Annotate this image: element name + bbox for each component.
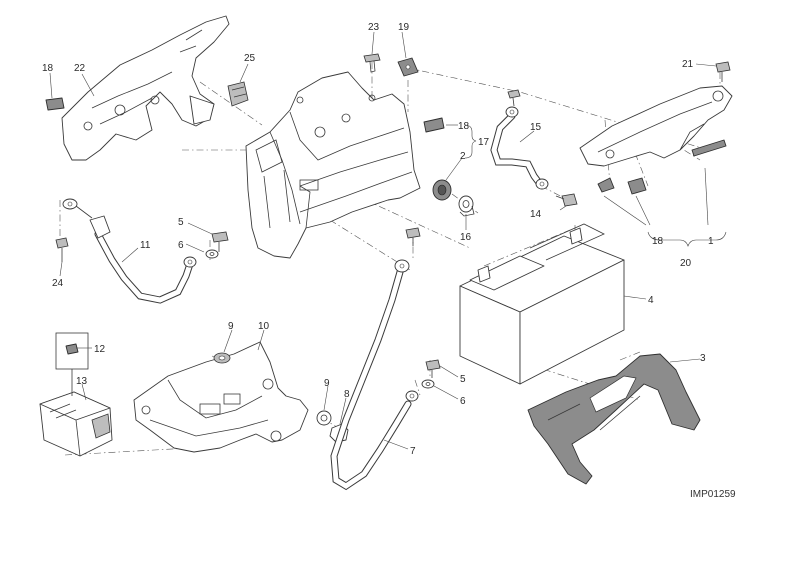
- callout-22: 22: [74, 63, 86, 74]
- callout-8: 8: [344, 389, 350, 400]
- image-code: IMP01259: [690, 489, 736, 500]
- callout-3: 3: [700, 353, 706, 364]
- callout-12: 12: [94, 344, 106, 355]
- washer-9-lower: [316, 410, 332, 426]
- callout-9-lower: 9: [324, 378, 330, 389]
- screw-21: [715, 61, 731, 82]
- callout-6-upper: 6: [178, 240, 184, 251]
- callout-18-right: 18: [652, 236, 664, 247]
- callout-1: 1: [708, 236, 714, 247]
- callout-6-lower: 6: [460, 396, 466, 407]
- screw-14: [555, 193, 578, 207]
- callout-4: 4: [648, 295, 654, 306]
- callout-11: 11: [140, 240, 151, 251]
- clip-25: [227, 81, 249, 107]
- bushing-16: [458, 195, 475, 217]
- screw-cable-7-top: [405, 227, 421, 246]
- battery-strap-3: [527, 353, 701, 485]
- fuse-box-13: [39, 391, 113, 457]
- leader-lines: [49, 31, 727, 450]
- ground-cable-15: [490, 89, 549, 190]
- callout-19: 19: [398, 22, 410, 33]
- callout-18: 18: [42, 63, 54, 74]
- callout-9-upper: 9: [228, 321, 234, 332]
- screw-24: [55, 237, 69, 262]
- battery-box: [245, 71, 421, 259]
- callout-15: 15: [530, 122, 542, 133]
- callout-14: 14: [530, 209, 542, 220]
- screw-5-upper: [211, 231, 229, 252]
- upper-bracket: [61, 15, 230, 161]
- callout-13: 13: [76, 376, 88, 387]
- cable-7: [330, 259, 419, 491]
- callout-5-lower: 5: [460, 374, 466, 385]
- callouts: 18 22 25 23 19 21 18 17 15 2 16 14 18 1 …: [42, 22, 714, 457]
- callout-25: 25: [244, 53, 256, 64]
- callout-23: 23: [368, 22, 380, 33]
- clip-nut-19: [397, 57, 419, 77]
- cable-11: [62, 198, 197, 304]
- callout-17: 17: [478, 137, 490, 148]
- callout-7: 7: [410, 446, 416, 457]
- rear-cover-1: [579, 85, 733, 167]
- callout-16: 16: [460, 232, 472, 243]
- rubber-pad-left: [45, 97, 65, 111]
- fuse-inset-12: [55, 332, 89, 396]
- washer-6-lower: [421, 379, 435, 389]
- callout-18-box: 18: [458, 121, 470, 132]
- washer-6-upper: [205, 249, 219, 259]
- callout-2: 2: [460, 151, 466, 162]
- callout-24: 24: [52, 278, 64, 289]
- battery-4: [459, 223, 625, 385]
- bracket-10: [133, 341, 309, 453]
- washer-9-upper: [213, 352, 231, 364]
- rubber-pads-right: [597, 177, 647, 195]
- callout-20: 20: [680, 258, 692, 269]
- callout-5-upper: 5: [178, 217, 184, 228]
- screw-5-lower: [425, 359, 441, 378]
- callout-10: 10: [258, 321, 270, 332]
- callout-21: 21: [682, 59, 694, 70]
- screw-23: [363, 53, 381, 73]
- rubber-pad-box: [423, 117, 445, 133]
- grommet-2: [432, 179, 452, 201]
